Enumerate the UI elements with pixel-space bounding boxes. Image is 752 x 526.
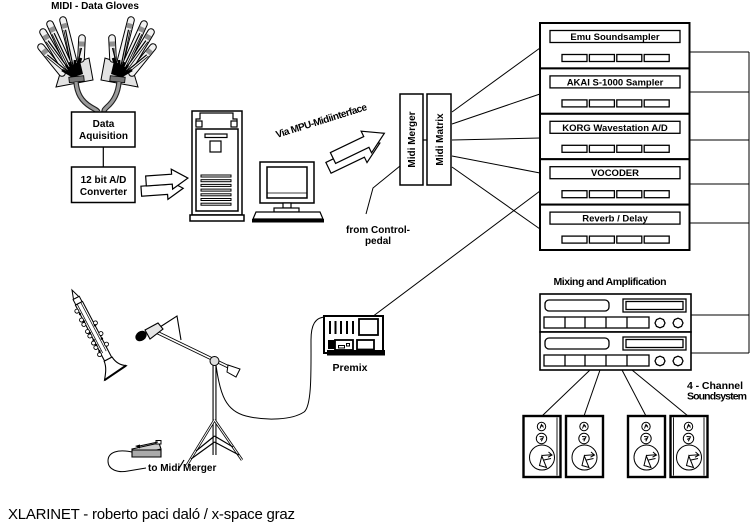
svg-text:Soundsystem: Soundsystem bbox=[687, 391, 747, 403]
svg-text:Aquisition: Aquisition bbox=[79, 131, 128, 142]
svg-text:MIDI - Data Gloves: MIDI - Data Gloves bbox=[51, 1, 139, 12]
svg-text:12 bit A/D: 12 bit A/D bbox=[81, 175, 127, 186]
svg-text:Midi Merger: Midi Merger bbox=[407, 111, 418, 167]
svg-text:Midi Matrix: Midi Matrix bbox=[435, 113, 446, 166]
svg-text:Reverb / Delay: Reverb / Delay bbox=[582, 214, 648, 225]
svg-text:Premix: Premix bbox=[332, 362, 367, 374]
svg-text:XLARINET - roberto paci daló /: XLARINET - roberto paci daló / x-space g… bbox=[8, 506, 295, 523]
svg-text:AKAI S-1000 Sampler: AKAI S-1000 Sampler bbox=[567, 77, 664, 88]
svg-text:to Midi Merger: to Midi Merger bbox=[148, 463, 216, 474]
svg-text:Converter: Converter bbox=[80, 187, 127, 198]
svg-text:4 - Channel: 4 - Channel bbox=[687, 380, 743, 392]
svg-text:Mixing and Amplification: Mixing and Amplification bbox=[554, 276, 667, 288]
svg-text:KORG Wavestation A/D: KORG Wavestation A/D bbox=[562, 123, 668, 134]
svg-text:Data: Data bbox=[93, 119, 115, 130]
svg-text:Emu Soundsampler: Emu Soundsampler bbox=[570, 32, 660, 43]
svg-text:from Control-: from Control- bbox=[346, 225, 410, 236]
svg-text:pedal: pedal bbox=[365, 236, 391, 247]
svg-text:VOCODER: VOCODER bbox=[591, 168, 639, 179]
